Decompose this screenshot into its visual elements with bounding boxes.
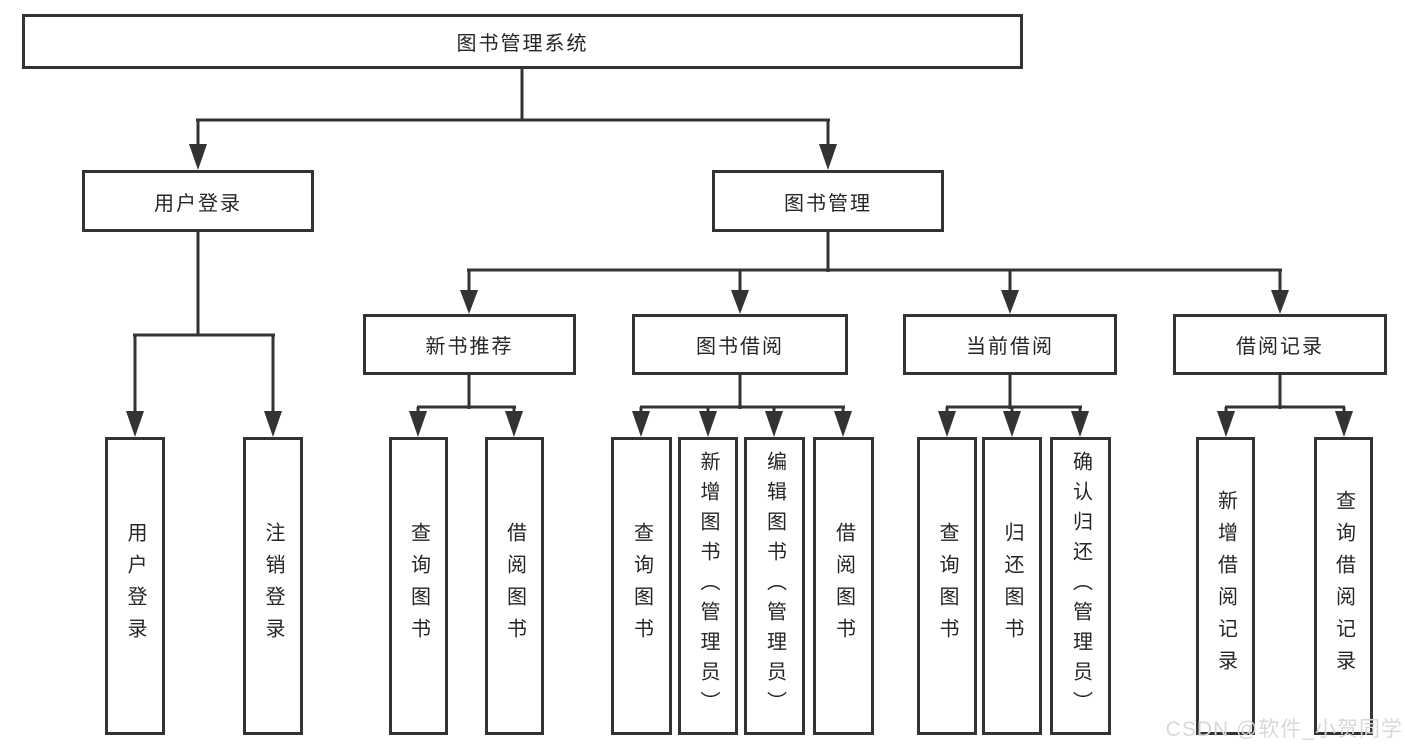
connector-root-to-level2 — [189, 68, 837, 170]
leaf-recommend-query-books: 查询图书 — [389, 437, 448, 735]
node-current-borrow: 当前借阅 — [903, 314, 1117, 375]
connector-current-to-leaves — [938, 375, 1089, 437]
leaf-borrow-add-books-admin: 新增图书（管理员） — [678, 437, 738, 735]
leaf-borrow-query-books: 查询图书 — [611, 437, 672, 735]
leaf-current-return-books: 归还图书 — [982, 437, 1042, 735]
leaf-current-query-books: 查询图书 — [917, 437, 977, 735]
leaf-logout-label: 注销登录 — [262, 522, 284, 650]
leaf-borrow-edit-books-admin: 编辑图书（管理员） — [744, 437, 805, 735]
leaf-records-add-record-label: 新增借阅记录 — [1214, 490, 1237, 682]
leaf-recommend-borrow-books: 借阅图书 — [485, 437, 544, 735]
leaf-recommend-borrow-books-label: 借阅图书 — [503, 522, 526, 650]
connector-recommend-to-leaves — [409, 375, 523, 437]
leaf-current-confirm-return-admin: 确认归还（管理员） — [1050, 437, 1111, 735]
leaf-borrow-add-books-admin-label: 新增图书（管理员） — [697, 451, 719, 721]
csdn-watermark: CSDN @软件_小贺同学 — [1165, 718, 1403, 741]
leaf-user-login-label: 用户登录 — [124, 522, 146, 650]
leaf-current-return-books-label: 归还图书 — [1001, 522, 1023, 650]
leaf-records-query-record: 查询借阅记录 — [1314, 437, 1373, 735]
node-book-borrow: 图书借阅 — [632, 314, 848, 375]
connector-userlogin-to-leaves — [126, 232, 282, 437]
leaf-borrow-query-books-label: 查询图书 — [630, 522, 653, 650]
node-new-book-recommend: 新书推荐 — [363, 314, 576, 375]
connector-records-to-leaves — [1217, 375, 1353, 437]
leaf-current-confirm-return-admin-label: 确认归还（管理员） — [1069, 451, 1092, 721]
leaf-borrow-edit-books-admin-label: 编辑图书（管理员） — [763, 451, 786, 721]
node-book-management: 图书管理 — [712, 170, 944, 232]
leaf-records-add-record: 新增借阅记录 — [1196, 437, 1255, 735]
leaf-records-query-record-label: 查询借阅记录 — [1332, 490, 1355, 682]
leaf-recommend-query-books-label: 查询图书 — [407, 522, 430, 650]
leaf-borrow-borrow-books: 借阅图书 — [813, 437, 874, 735]
leaf-current-query-books-label: 查询图书 — [936, 522, 958, 650]
node-root: 图书管理系统 — [22, 14, 1023, 69]
node-borrow-records: 借阅记录 — [1173, 314, 1387, 375]
connector-borrow-to-leaves — [632, 375, 852, 437]
leaf-logout: 注销登录 — [243, 437, 303, 735]
node-user-login: 用户登录 — [82, 170, 314, 232]
connector-bookmgmt-to-level3 — [460, 232, 1289, 314]
leaf-user-login: 用户登录 — [105, 437, 165, 735]
leaf-borrow-borrow-books-label: 借阅图书 — [832, 522, 855, 650]
